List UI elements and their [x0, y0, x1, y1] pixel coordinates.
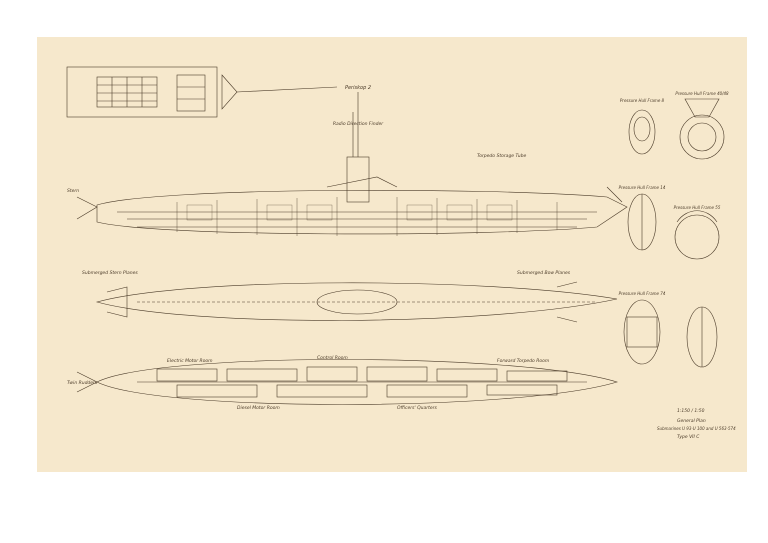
label-sub-bow-planes: Submerged Bow Planes — [517, 270, 571, 276]
label-forward-torpedo-room: Forward Torpedo Room — [497, 358, 550, 364]
label-submarine-type: Submarines U 93-U 100 and U 563-574 — [657, 426, 736, 431]
label-twin-rudders: Twin Rudders — [67, 380, 98, 386]
label-control-room: Control Room — [317, 355, 348, 361]
label-periscope: Periskop 2 — [345, 85, 371, 91]
submarine-blueprint: Periskop 2 Radio Direction Finder Torped… — [66, 66, 736, 440]
label-frame-55: Pressure Hull Frame 55 — [674, 205, 721, 210]
label-scale: 1:150 / 1:50 — [677, 408, 705, 414]
label-frame-14: Pressure Hull Frame 14 — [619, 185, 666, 190]
cross-sections — [623, 98, 725, 368]
label-general-plan: General Plan — [677, 418, 706, 424]
label-officers-quarters: Officers' Quarters — [397, 405, 438, 411]
blueprint-sheet: Periskop 2 Radio Direction Finder Torped… — [37, 37, 747, 472]
label-frame-40: Pressure Hull Frame 40/48 — [675, 91, 729, 96]
label-type: Type VII C — [677, 434, 700, 440]
label-electric-motor-room: Electric Motor Room — [167, 358, 213, 364]
label-sub-stern-planes: Submerged Stern Planes — [82, 270, 138, 276]
inset-diagram — [66, 66, 338, 118]
inboard-profile — [76, 359, 619, 405]
label-radio-finder: Radio Direction Finder — [333, 121, 384, 127]
label-frame-8: Pressure Hull Frame 8 — [620, 98, 665, 103]
label-torpedo-storage: Torpedo Storage Tube — [477, 153, 527, 159]
label-diesel-motor-room: Diesel Motor Room — [237, 405, 280, 411]
side-profile — [76, 92, 628, 236]
label-stern: Stern — [67, 188, 79, 194]
label-frame-74: Pressure Hull Frame 74 — [619, 291, 666, 296]
plan-view — [95, 281, 618, 323]
